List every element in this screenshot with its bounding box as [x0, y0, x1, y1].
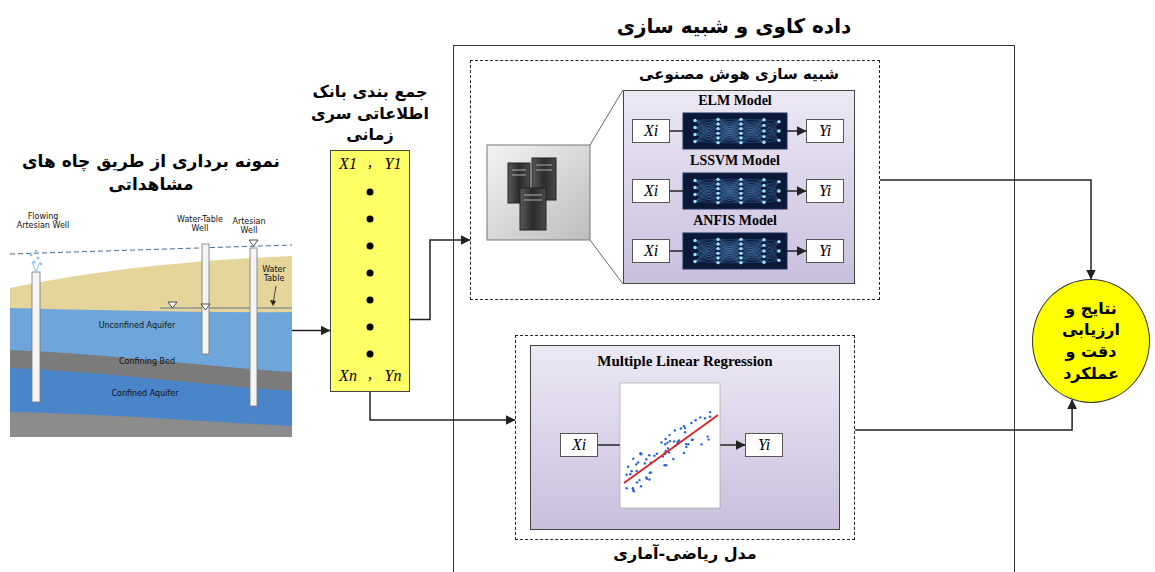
node-label: شبیه سازی هوش مصنوعی [589, 64, 889, 84]
illustration-label: Water Table [258, 266, 290, 284]
illustration-label: Water-Table Well [176, 216, 224, 234]
output-box: Yi [806, 119, 844, 143]
output-box: Yi [806, 239, 844, 263]
results-circle-shape [1032, 279, 1150, 403]
node-label: Yi [806, 241, 844, 260]
node-text: Y1 [378, 154, 408, 173]
node-label: Xi [632, 241, 670, 260]
data-mining-box: داده کاوی و شبیه سازی شبیه سازی هوش مصنو… [453, 45, 1015, 572]
node-label: Yi [745, 435, 783, 454]
node-label: Yi [806, 181, 844, 200]
node-label: Multiple Linear Regression [530, 352, 840, 370]
input-box: Xi [632, 239, 670, 263]
server-icon [470, 60, 880, 300]
node-label: Xi [632, 181, 670, 200]
ai-group-box: شبیه سازی هوش مصنوعیELM ModelLSSVM Model… [470, 60, 880, 300]
data-bank-box: جمع بندی بانک اطلاعاتی سری زمانیX1,Y1Xn,… [330, 150, 410, 392]
illustration-label: Confining Bed [112, 358, 182, 367]
illustration-label: Artesian Well [228, 218, 270, 236]
flow-arrow [855, 400, 1072, 430]
input-box: Xi [560, 433, 598, 457]
flow-arrow [410, 240, 470, 319]
node-label: نتایج و ارزیابی دقت و عملکرد [1047, 298, 1134, 384]
node-label: Xi [560, 435, 598, 454]
flow-arrow [880, 180, 1091, 279]
node-text: LSSVM Model [670, 153, 800, 170]
node-label: Yi [806, 121, 844, 140]
flow-arrow [370, 392, 515, 420]
output-box: Yi [806, 179, 844, 203]
node-label: Xi [632, 121, 670, 140]
node-text: Yn [378, 366, 408, 385]
node-label: ELM Model [670, 93, 800, 110]
statistical-group-box: مدل ریاضی-آماریMultiple Linear Regressio… [515, 335, 855, 540]
node-label: مدل ریاضی-آماری [525, 543, 845, 565]
input-box: Xi [632, 119, 670, 143]
flow-arrow [292, 330, 330, 332]
illustration-box: نمونه برداری از طریق چاه های مشاهداتی [10, 200, 292, 437]
node-text: , [364, 152, 376, 171]
node-text: Xn [333, 366, 363, 385]
node-text: X1 [333, 154, 363, 173]
illustration-label: Flowing Artesian Well [12, 213, 74, 231]
node-text: ANFIS Model [670, 213, 800, 230]
illustration-label: Unconfined Aquifer [92, 322, 182, 331]
results-circle: نتایج و ارزیابی دقت و عملکرد [1032, 279, 1150, 403]
node-label: داده کاوی و شبیه سازی [524, 13, 944, 40]
node-label: نمونه برداری از طریق چاه های مشاهداتی [16, 150, 286, 196]
output-box: Yi [745, 433, 783, 457]
node-text: , [364, 364, 376, 383]
input-box: Xi [632, 179, 670, 203]
node-label: جمع بندی بانک اطلاعاتی سری زمانی [305, 81, 435, 146]
regression-panel: Multiple Linear RegressionXi Yi [530, 345, 840, 530]
record-dots [330, 150, 410, 392]
aquifer-illustration [10, 200, 292, 437]
ai-models-panel: ELM ModelLSSVM ModelANFIS ModelXiYiXiYiX… [623, 90, 855, 284]
illustration-label: Confined Aquifer [100, 390, 190, 399]
